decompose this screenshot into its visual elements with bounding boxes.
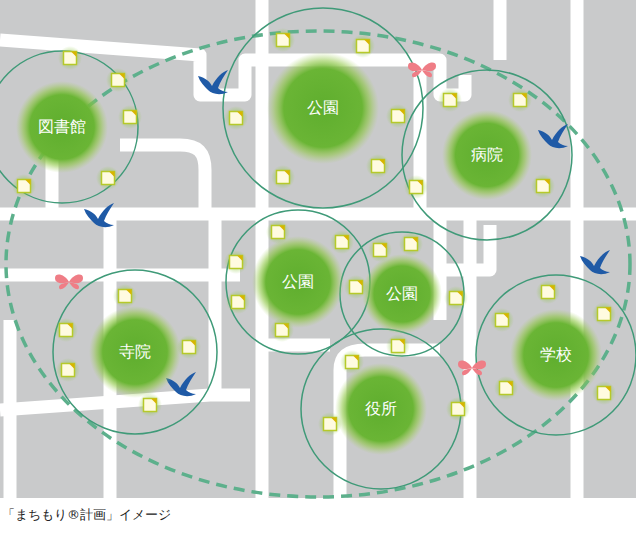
facility-label: 公園	[362, 285, 442, 303]
facility-circle: 公園	[252, 236, 344, 328]
facility-label: 公園	[267, 99, 379, 117]
facility-label: 寺院	[89, 343, 181, 361]
facility-label: 病院	[442, 146, 532, 164]
facility-label: 役所	[335, 400, 427, 418]
facility-label: 公園	[252, 273, 344, 291]
facility-circle: 役所	[335, 363, 427, 455]
facility-circle: 学校	[510, 309, 602, 401]
facility-circle: 公園	[267, 52, 379, 164]
facility-circle: 図書館	[16, 81, 108, 173]
facility-label: 学校	[510, 346, 602, 364]
facility-circle: 病院	[442, 110, 532, 200]
facility-circle: 寺院	[89, 306, 181, 398]
facility-circle: 公園	[362, 254, 442, 334]
caption: 「まちもり®計画」イメージ	[2, 506, 171, 524]
facility-label: 図書館	[16, 118, 108, 136]
